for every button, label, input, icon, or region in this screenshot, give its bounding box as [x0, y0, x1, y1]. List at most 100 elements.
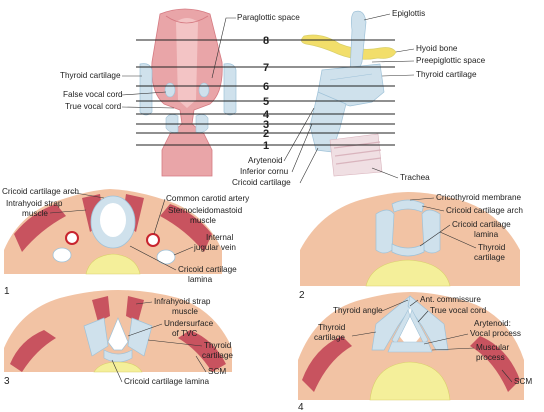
panel-4-arytenoids	[387, 341, 433, 353]
p4-label-muscular-a: Muscular	[476, 343, 509, 352]
p1-label-strap-a: Intrahyoid strap	[6, 199, 63, 208]
panel-3-scm-right	[178, 330, 226, 372]
panel-2-lamina	[391, 243, 425, 257]
panel-2-vertebra	[365, 259, 451, 287]
level-4: 4	[263, 109, 270, 121]
panel-3-number: 3	[4, 376, 10, 387]
panel-1-scm-right	[160, 204, 212, 252]
p1-label-lamina-b: lamina	[188, 275, 213, 284]
panel-1-jugular-left	[52, 247, 72, 263]
label-paraglottic-space: Paraglottic space	[237, 13, 300, 22]
p3-label-tvc-b: of TVC	[172, 329, 197, 338]
p3-label-thyroid-b: cartilage	[202, 351, 233, 360]
panel-2-neck-skin	[300, 192, 520, 286]
level-6: 6	[263, 81, 269, 93]
label-thyroid-cartilage-right: Thyroid cartilage	[416, 70, 477, 79]
coronal-thyroid-cartilage-right	[223, 63, 237, 116]
p1-label-scm-a: Sternocleidomastoid	[168, 206, 243, 215]
p3-label-tvc-a: Undersurface	[164, 319, 214, 328]
coronal-cricoid-right	[195, 114, 209, 133]
label-cricoid-cartilage-top: Cricoid cartilage	[232, 178, 291, 187]
p2-label-lamina-b: lamina	[474, 230, 499, 239]
p2-label-lamina-a: Cricoid cartilage	[452, 220, 511, 229]
level-5: 5	[263, 96, 269, 108]
panel-2: 2 Cricothyroid membrane Cricoid cartilag…	[299, 192, 523, 301]
p4-label-vocal-process: Vocal process	[470, 329, 521, 338]
p4-label-thyroid-angle: Thyroid angle	[333, 306, 383, 315]
label-false-vocal-cord: False vocal cord	[63, 90, 123, 99]
coronal-view	[139, 8, 237, 177]
sagittal-view	[301, 10, 397, 177]
panel-3-vertebra	[93, 361, 143, 373]
coronal-lumen	[176, 18, 198, 108]
panel-2-thyroid-right	[421, 209, 441, 254]
p3-label-strap-b: muscle	[172, 307, 198, 316]
p2-label-arch: Cricoid cartilage arch	[446, 206, 523, 215]
p4-label-true-vocal-cord: True vocal cord	[430, 306, 487, 315]
panel-3-scm-left	[10, 330, 56, 372]
label-true-vocal-cord: True vocal cord	[65, 102, 122, 111]
level-7: 7	[263, 62, 269, 74]
panel-4-scm-right	[470, 336, 520, 392]
hyoid-bone	[301, 34, 397, 60]
panel-3-thyroid-left	[83, 317, 109, 357]
panel-2-thyroid-left	[375, 209, 395, 254]
p4-label-arytenoid: Arytenoid:	[474, 319, 511, 328]
p1-label-strap-b: muscle	[22, 209, 48, 218]
panel-3-thyroid-right	[127, 317, 153, 357]
p3-label-scm: SCM	[208, 367, 226, 376]
panel-2-number: 2	[299, 290, 305, 301]
label-trachea: Trachea	[400, 173, 430, 182]
p4-label-scm: SCM	[514, 377, 532, 386]
p1-label-carotid: Common carotid artery	[166, 194, 250, 203]
level-lines	[136, 39, 395, 146]
panel-3: 3 Infrahyoid strap muscle Undersurface o…	[4, 290, 233, 387]
p2-label-thyroid-a: Thyroid	[478, 243, 506, 252]
trachea	[329, 133, 383, 177]
coronal-cricoid	[165, 114, 179, 133]
panel-1-number: 1	[4, 286, 10, 297]
panel-3-strap-left	[92, 296, 110, 322]
level-3: 3	[263, 119, 269, 131]
p1-label-cricoid-arch: Cricoid cartilage arch	[2, 187, 79, 196]
p2-label-thyroid-b: cartilage	[474, 253, 505, 262]
p1-label-scm-b: muscle	[190, 216, 216, 225]
panel-4-vertebra	[369, 361, 451, 401]
p4-label-muscular-b: process	[476, 353, 505, 362]
panel-1-scm-left	[14, 204, 66, 252]
label-hyoid-bone: Hyoid bone	[416, 44, 458, 53]
panel-1-airway	[100, 203, 126, 237]
label-thyroid-cartilage-left: Thyroid cartilage	[60, 71, 121, 80]
p4-label-thyroid-b: cartilage	[314, 333, 345, 342]
panel-1-carotid-right	[146, 233, 160, 247]
p3-label-strap-a: Infrahyoid strap	[154, 297, 211, 306]
panel-4-airway	[396, 308, 424, 342]
label-epiglottis: Epiglottis	[392, 9, 425, 18]
panel-3-strap-right	[126, 296, 144, 322]
label-inferior-cornu: Inferior cornu	[240, 167, 289, 176]
panel-4: 4 Ant. commissure Thyroid angle True voc…	[298, 292, 532, 412]
coronal-false-vocal-cord-right	[198, 82, 210, 98]
p4-label-thyroid-a: Thyroid	[318, 323, 346, 332]
sagittal-thyroid-notch	[329, 73, 373, 81]
p1-label-jugular-a: Internal	[206, 233, 233, 242]
panel-1-vertebra	[85, 253, 141, 275]
coronal-epiglottis-edge	[165, 15, 209, 24]
p1-label-jugular-b: jugular vein	[193, 243, 236, 252]
p1-label-lamina-a: Cricoid cartilage	[178, 265, 237, 274]
p4-label-ant-commissure: Ant. commissure	[420, 295, 481, 304]
coronal-false-vocal-cord	[164, 82, 176, 98]
level-2: 2	[263, 128, 269, 140]
panel-3-lamina	[103, 349, 133, 363]
epiglottis	[349, 10, 367, 73]
label-arytenoid: Arytenoid	[248, 156, 283, 165]
panel-3-airway	[107, 317, 129, 351]
panel-1: 1 Cricoid cartilage arch Intrahyoid stra…	[2, 187, 250, 297]
panel-1-carotid-left	[65, 231, 79, 245]
level-8: 8	[263, 35, 269, 47]
panel-1-jugular-right	[156, 249, 176, 265]
panel-4-number: 4	[298, 402, 304, 412]
level-numbers: 8 7 6 5 4 3 2 1	[263, 35, 270, 152]
level-1: 1	[263, 140, 269, 152]
